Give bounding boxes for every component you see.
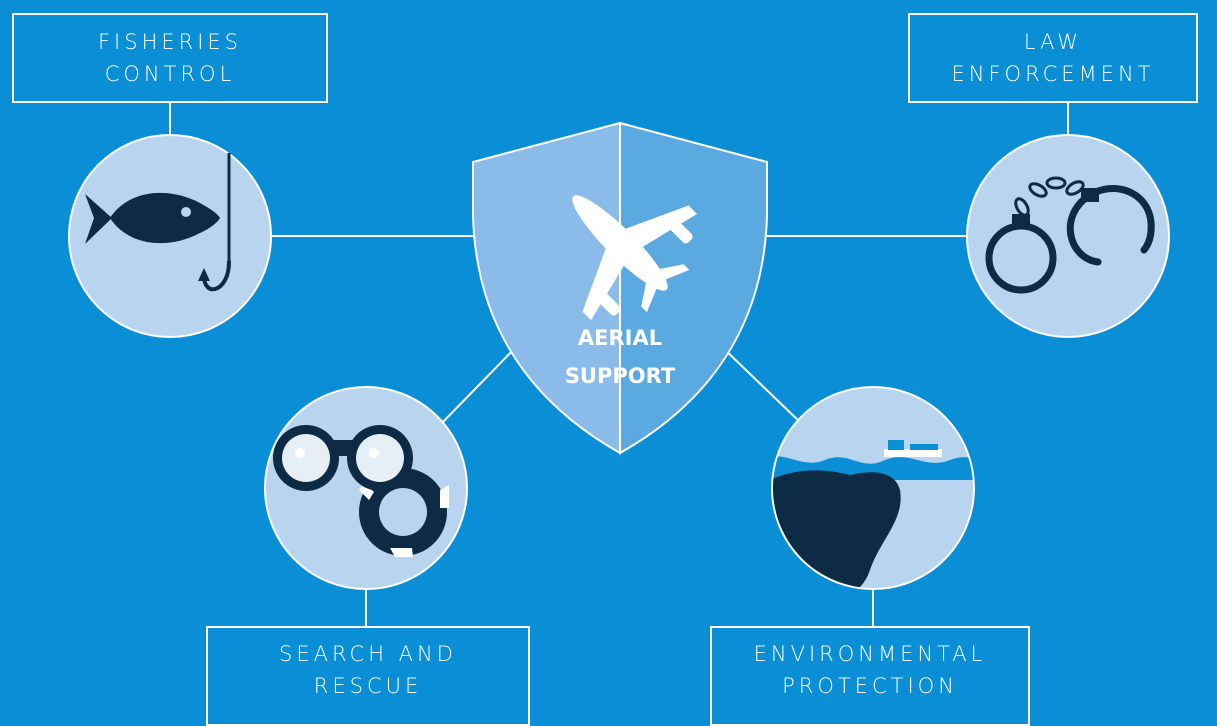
- handcuffs-icon: [985, 176, 1155, 294]
- center-label-line1: AERIAL: [578, 326, 662, 350]
- search-label-line2: RESCUE: [313, 674, 423, 698]
- hook-curve: [202, 260, 231, 292]
- connectors: [169, 103, 1069, 626]
- fish-hook-icon: [85, 153, 231, 292]
- search-and-rescue-box: SEARCH AND RESCUE: [206, 626, 530, 726]
- fisheries-control-box: FISHERIES CONTROL: [12, 13, 328, 103]
- law-enforcement-box: LAW ENFORCEMENT: [908, 13, 1198, 103]
- law-label-line1: LAW: [1023, 30, 1083, 54]
- connector-env-center: [719, 344, 804, 426]
- boat-hull: [884, 449, 942, 457]
- connector-search-center: [439, 344, 519, 426]
- law-node: [966, 134, 1170, 338]
- env-label-line1: ENVIRONMENTAL: [753, 642, 987, 666]
- fisheries-label-line2: CONTROL: [104, 62, 236, 86]
- boat-cabin: [888, 440, 904, 450]
- airplane-icon: [572, 195, 698, 321]
- search-label-line1: SEARCH AND: [279, 642, 457, 666]
- fisheries-node: [68, 134, 272, 338]
- lifebuoy-inner: [379, 488, 427, 536]
- environmental-protection-box: ENVIRONMENTAL PROTECTION: [710, 626, 1030, 726]
- aerial-support-shield: AERIAL SUPPORT: [472, 121, 768, 455]
- fish-body: [110, 192, 220, 244]
- environment-node: [771, 386, 975, 590]
- env-label-line2: PROTECTION: [782, 674, 958, 698]
- cuff-right: [1066, 185, 1155, 266]
- fish-tail: [85, 194, 112, 244]
- search-node: [264, 386, 468, 590]
- fisheries-label-line1: FISHERIES: [97, 30, 243, 54]
- center-label-line2: SUPPORT: [565, 364, 676, 388]
- law-label-line2: ENFORCEMENT: [951, 62, 1155, 86]
- shield-right-half: [619, 121, 768, 455]
- binoculars-lifebuoy-icon: [273, 425, 449, 557]
